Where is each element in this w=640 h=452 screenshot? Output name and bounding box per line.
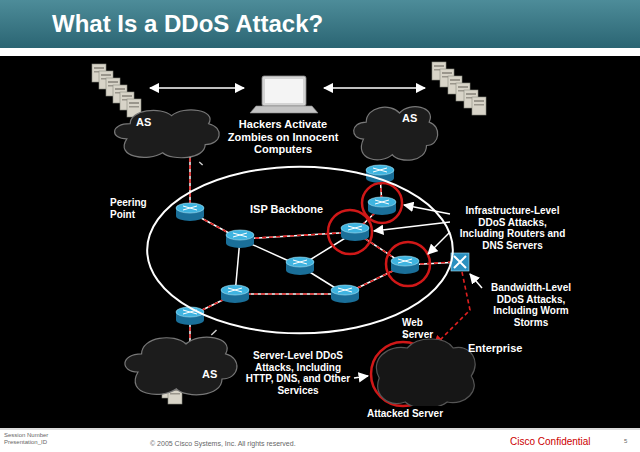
footer-text: Cisco Confidential <box>510 436 610 448</box>
callout-label: Infrastructure-Level DDoS Attacks, Inclu… <box>455 205 570 251</box>
node-outline <box>120 330 240 400</box>
node-label: AS <box>202 368 217 381</box>
as-cloud: AS <box>110 104 222 162</box>
backbone-ellipse: ISP Backbone <box>145 165 455 335</box>
as-cloud: AS <box>350 100 440 165</box>
footer-text: Session Number Presentation_ID <box>4 432 66 446</box>
enterprise-cloud: Enterprise <box>370 338 526 406</box>
node-outline <box>350 100 440 165</box>
node-label: AS <box>136 116 151 129</box>
footer-text: 5 <box>624 438 634 445</box>
callout-label: Bandwidth-Level DDoS Attacks, Including … <box>485 282 577 328</box>
callout-label: Server-Level DDoS Attacks, Including HTT… <box>245 350 351 396</box>
callout-label: Web Server <box>402 317 442 340</box>
link-line <box>211 330 216 335</box>
node-label: Enterprise <box>468 342 522 355</box>
node-label: AS <box>402 112 417 125</box>
callout-label: Peering Point <box>110 197 160 220</box>
callout-label: Attacked Server <box>355 408 455 420</box>
node-outline <box>110 104 222 162</box>
as-cloud: AS <box>120 330 240 400</box>
slide-title: What Is a DDoS Attack? <box>52 10 323 38</box>
node-label: ISP Backbone <box>250 203 323 216</box>
link-line <box>199 162 202 165</box>
node-outline <box>145 165 455 335</box>
footer-text: © 2005 Cisco Systems, Inc. All rights re… <box>150 440 350 448</box>
callout-label: Hackers Activate Zombies on Innocent Com… <box>223 118 343 156</box>
